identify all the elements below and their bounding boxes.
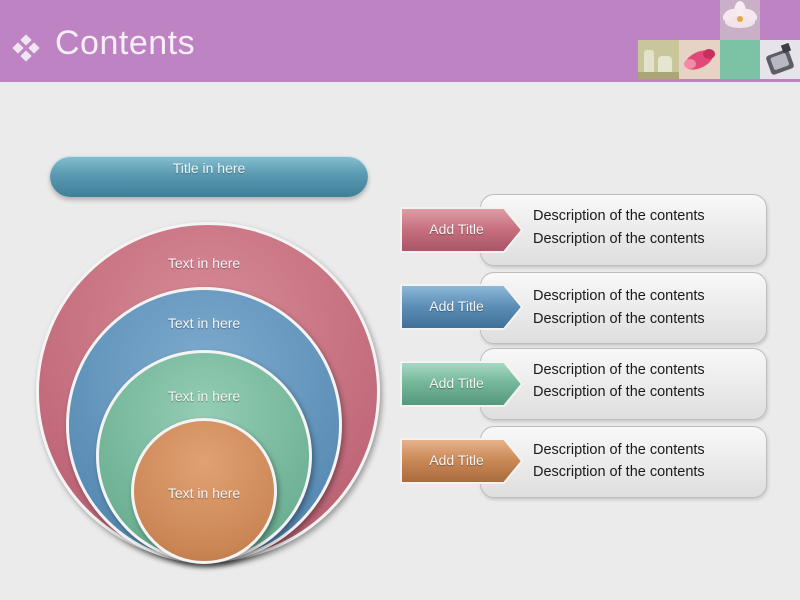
item-title: Add Title (429, 298, 484, 314)
circle-inner-orange (131, 418, 277, 564)
item-description-line: Description of the contents (533, 311, 705, 327)
item-description-line: Description of the contents (533, 442, 705, 458)
arrow-tag-green (400, 360, 524, 408)
circle-label-green: Text in here (167, 388, 241, 404)
description-box (480, 348, 767, 420)
arrow-tag-orange (400, 437, 524, 485)
circle-label-blue: Text in here (167, 315, 241, 331)
item-description-line: Description of the contents (533, 231, 705, 247)
item-description-line: Description of the contents (533, 362, 705, 378)
title-bar-label: Title in here (172, 160, 246, 176)
item-description-line: Description of the contents (533, 384, 705, 400)
circle-label-orange: Text in here (167, 485, 241, 501)
item-description-line: Description of the contents (533, 288, 705, 304)
pink-roll-image (679, 40, 720, 79)
lily-flower-image (720, 0, 760, 40)
teal-tile (720, 40, 760, 79)
title-bar: Title in here (50, 156, 368, 197)
perfume-bottle-image (760, 40, 800, 79)
item-title: Add Title (429, 452, 484, 468)
arrow-tag-blue (400, 283, 524, 331)
four-diamond-icon (12, 34, 40, 62)
description-box (480, 194, 767, 266)
item-description-line: Description of the contents (533, 208, 705, 224)
glass-bottle-image (638, 40, 679, 79)
item-description-line: Description of the contents (533, 464, 705, 480)
description-box (480, 272, 767, 344)
description-box (480, 426, 767, 498)
item-title: Add Title (429, 375, 484, 391)
arrow-tag-pink (400, 206, 524, 254)
page-title: Contents (55, 24, 196, 62)
circle-label-pink: Text in here (167, 255, 241, 271)
item-title: Add Title (429, 221, 484, 237)
